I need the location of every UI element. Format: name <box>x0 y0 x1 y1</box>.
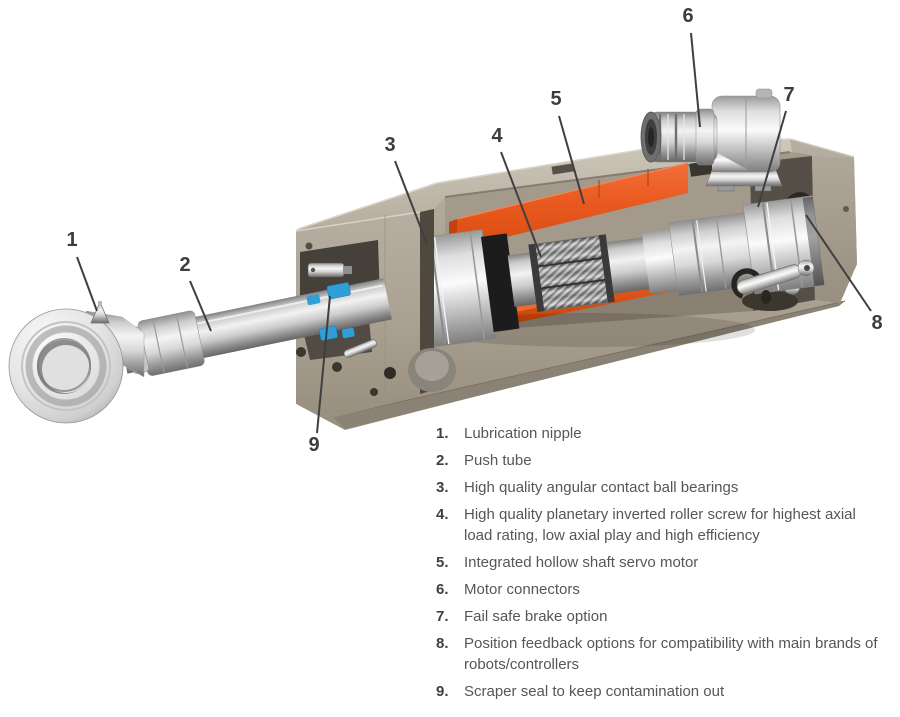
collar-facet <box>152 319 165 373</box>
scraper-seal <box>306 282 355 341</box>
housing-bottom-face <box>333 301 845 429</box>
legend-text: Motor connectors <box>464 581 580 598</box>
callout-2-line <box>189 280 212 332</box>
housing-bevel-edge <box>789 138 855 158</box>
legend-text: Lubrication nipple <box>464 425 582 442</box>
callout-3-label: 3 <box>384 134 395 156</box>
front-block-top-edge <box>295 211 421 232</box>
legend: 1. Lubrication nipple 2. Push tube 3. Hi… <box>436 423 888 708</box>
callout-9-line <box>316 295 331 434</box>
shaft-step <box>641 228 680 294</box>
callout-1-label: 1 <box>66 229 77 251</box>
legend-text: Fail safe brake option <box>464 608 608 625</box>
rod-end-bore-edge <box>37 338 91 392</box>
legend-item-8: 8. Position feedback options for compati… <box>436 633 888 675</box>
callout-6-label: 6 <box>682 5 693 27</box>
legend-number: 2. <box>436 452 449 469</box>
lubrication-nipple <box>90 300 110 324</box>
callout-2-label: 2 <box>179 254 190 276</box>
legend-item-9: 9. Scraper seal to keep contamination ou… <box>436 681 888 702</box>
internal-pin <box>343 339 377 358</box>
callout-9-label: 9 <box>308 434 319 456</box>
legend-number: 8. <box>436 635 449 652</box>
callout-5-line <box>558 115 585 205</box>
legend-text: High quality angular contact ball bearin… <box>464 479 739 496</box>
callout-1-line <box>76 256 98 312</box>
legend-item-6: 6. Motor connectors <box>436 579 888 600</box>
callout-6-line <box>690 32 701 128</box>
end-plate <box>812 156 857 303</box>
motor-connector <box>640 88 783 192</box>
legend-item-3: 3. High quality angular contact ball bea… <box>436 477 888 498</box>
stator-top-strip <box>457 163 688 249</box>
shaft-mid <box>606 237 652 294</box>
rotor-coupling <box>668 212 755 297</box>
connector-elbow <box>712 150 752 172</box>
legend-number: 5. <box>436 554 449 571</box>
callout-5-label: 5 <box>550 88 561 110</box>
callout-7-line <box>757 110 787 208</box>
connector-flange <box>705 169 783 187</box>
roller-screw <box>528 234 615 313</box>
callout-labels: 1 2 3 4 5 6 7 8 9 <box>66 5 882 456</box>
legend-item-5: 5. Integrated hollow shaft servo motor <box>436 552 888 573</box>
legend-item-1: 1. Lubrication nipple <box>436 423 888 444</box>
legend-number: 6. <box>436 581 449 598</box>
connector-endcap-hole <box>648 127 654 147</box>
rod-end-race <box>25 325 107 407</box>
rod-end-race-outer <box>21 321 111 411</box>
floor-cylinder-top <box>415 351 449 381</box>
legend-item-4: 4. High quality planetary inverted rolle… <box>436 504 888 546</box>
callout-4-line <box>500 151 542 258</box>
legend-text: Integrated hollow shaft servo motor <box>464 554 699 571</box>
legend-number: 1. <box>436 425 449 442</box>
legend-number: 7. <box>436 608 449 625</box>
legend-item-2: 2. Push tube <box>436 450 888 471</box>
legend-text: Scraper seal to keep contamination out <box>464 683 725 700</box>
callouts <box>76 32 872 434</box>
shaft-assembly <box>410 195 825 349</box>
rod-end-bore <box>42 345 90 393</box>
legend-number: 4. <box>436 506 449 523</box>
callout-8-line <box>805 214 872 312</box>
legend-text: Position feedback options for compatibil… <box>464 635 878 673</box>
rod-end <box>8 300 145 424</box>
legend-text: Push tube <box>464 452 532 469</box>
housing-bottom-edge <box>332 300 846 418</box>
front-block-cut-slot <box>420 209 434 394</box>
callout-3-line <box>394 160 428 245</box>
top-slot-small <box>551 163 575 175</box>
collar-facet2 <box>175 314 188 368</box>
legend-number: 9. <box>436 683 449 700</box>
callout-4-label: 4 <box>491 125 503 147</box>
legend-number: 3. <box>436 479 449 496</box>
feedback-lever <box>731 259 815 304</box>
legend-text: High quality planetary inverted roller s… <box>464 506 856 544</box>
callout-8-label: 8 <box>871 312 882 334</box>
callout-7-label: 7 <box>783 84 794 106</box>
connector-knob <box>755 88 773 99</box>
internal-lube-fitting <box>307 262 352 278</box>
end-plate-hole <box>843 206 849 212</box>
stator-top-highlight <box>456 162 689 220</box>
shaft-neck-left <box>507 252 539 308</box>
legend-item-7: 7. Fail safe brake option <box>436 606 888 627</box>
